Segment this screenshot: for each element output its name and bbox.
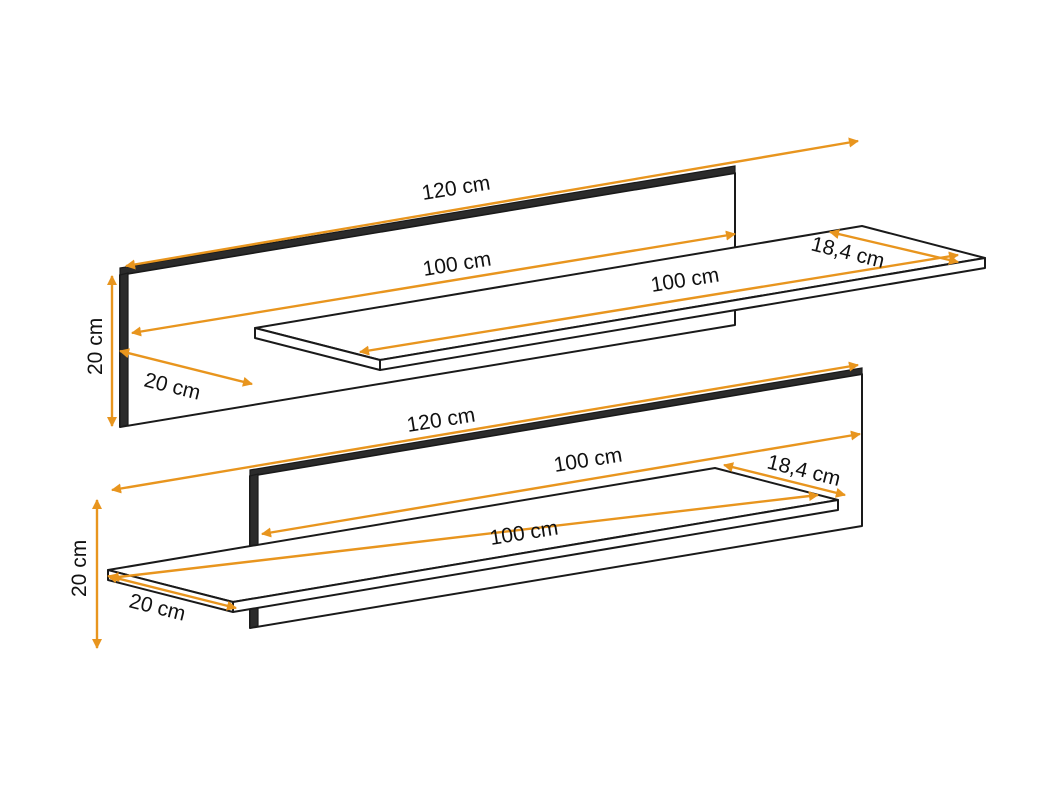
lower-height-label: 20 cm (68, 540, 91, 597)
lower-shelf-length-line (108, 491, 820, 582)
upper-shelf-length-line (359, 251, 959, 356)
lower-total-length-label: 120 cm (405, 403, 477, 436)
upper-shelf-depth-line (829, 229, 959, 265)
lower-side-depth-line (107, 573, 237, 611)
lower-shelf-depth-line (723, 462, 846, 498)
lower-total-length-line (111, 361, 859, 494)
lower-shelf: 120 cm 100 cm 100 cm 18,4 cm 20 cm 20 cm (68, 361, 863, 650)
upper-total-length-label: 120 cm (420, 171, 492, 204)
upper-height-label: 20 cm (84, 318, 107, 375)
